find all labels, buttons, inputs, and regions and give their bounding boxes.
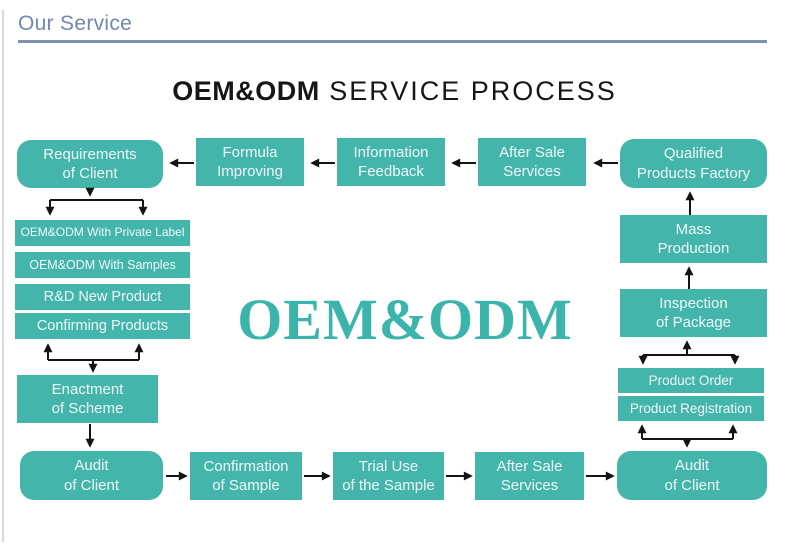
node-after-sale-services-top: After Sale Services (478, 138, 586, 186)
node-enactment-of-scheme: Enactment of Scheme (17, 375, 158, 423)
node-after-sale-services-bottom: After Sale Services (475, 452, 584, 500)
node-audit-of-client-right: Audit of Client (617, 451, 767, 500)
node-inspection-of-package: Inspection of Package (620, 289, 767, 337)
center-watermark: OEM&ODM (237, 287, 573, 352)
node-audit-of-client-left: Audit of Client (20, 451, 163, 500)
node-product-order: Product Order (618, 368, 764, 393)
node-confirming-products: Confirming Products (15, 313, 190, 339)
node-rd-new-product: R&D New Product (15, 284, 190, 310)
section-title-underline (18, 40, 767, 43)
diagram-title-bold: OEM&ODM (172, 76, 320, 106)
node-requirements-of-client: Requirements of Client (17, 140, 163, 188)
diagram-title: OEM&ODM SERVICE PROCESS (0, 76, 789, 107)
node-information-feedback: Information Feedback (337, 138, 445, 186)
node-product-registration: Product Registration (618, 396, 764, 421)
node-formula-improving: Formula Improving (196, 138, 304, 186)
section-title: Our Service (18, 12, 133, 35)
node-confirmation-of-sample: Confirmation of Sample (190, 452, 302, 500)
node-mass-production: Mass Production (620, 215, 767, 263)
node-oem-odm-with-samples: OEM&ODM With Samples (15, 252, 190, 278)
node-qualified-products-factory: Qualified Products Factory (620, 139, 767, 188)
page-left-border (2, 10, 4, 542)
diagram-title-rest: SERVICE PROCESS (319, 76, 617, 106)
node-oem-odm-private-label: OEM&ODM With Private Label (15, 220, 190, 246)
node-trial-use-of-sample: Trial Use of the Sample (333, 452, 444, 500)
